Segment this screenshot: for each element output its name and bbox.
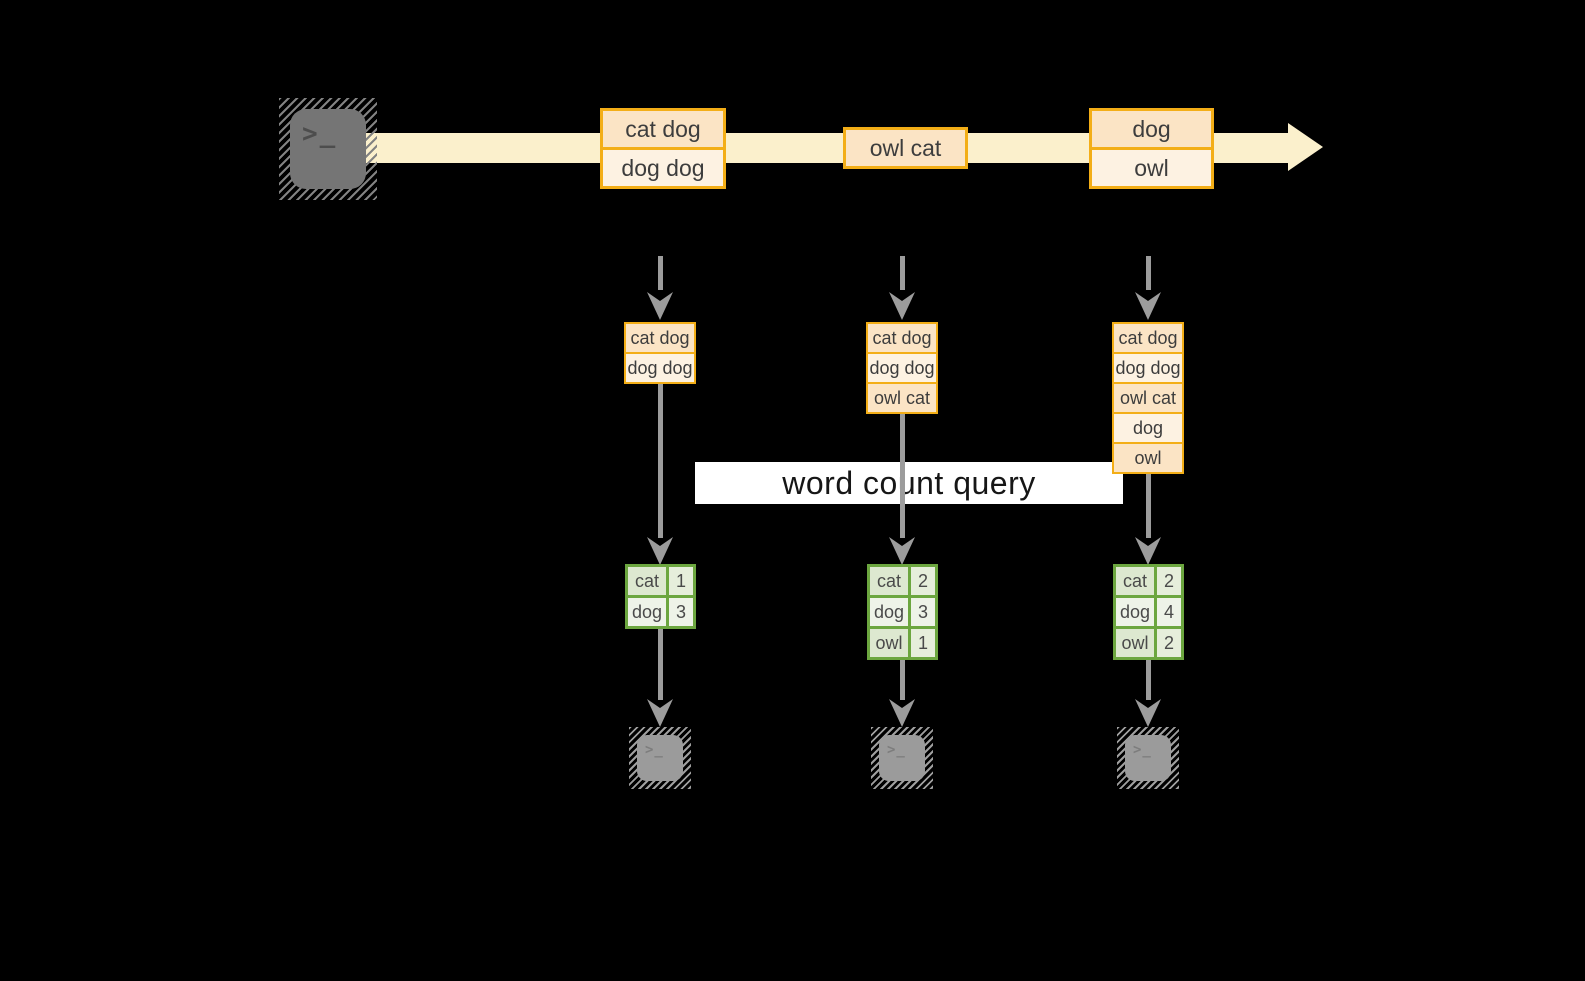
stream-arrowhead-icon	[1288, 123, 1323, 171]
terminal-sink-icon: >_	[1117, 727, 1179, 789]
down-arrowhead-icon	[1135, 699, 1161, 727]
state-row: owl cat	[868, 382, 936, 412]
count-table-2: cat 2 dog 3 owl 1	[867, 564, 938, 660]
terminal-prompt-icon: >_	[302, 119, 338, 149]
state-row: owl cat	[1114, 382, 1182, 412]
stream-event: dog	[1092, 111, 1211, 147]
terminal-screen: >_	[637, 735, 683, 781]
down-arrowhead-icon	[889, 537, 915, 565]
stream-event-batch-2: owl cat	[843, 127, 968, 169]
count-word: cat	[1116, 567, 1154, 595]
state-row: cat dog	[1114, 324, 1182, 352]
count-word: dog	[628, 598, 666, 626]
count-word: cat	[628, 567, 666, 595]
count-word: owl	[870, 629, 908, 657]
terminal-prompt-icon: >_	[887, 742, 906, 758]
down-arrowhead-icon	[1135, 292, 1161, 320]
terminal-source-icon: >_	[279, 98, 377, 200]
count-word: cat	[870, 567, 908, 595]
count-value: 3	[669, 598, 693, 626]
count-word: dog	[1116, 598, 1154, 626]
state-row: cat dog	[868, 324, 936, 352]
terminal-screen: >_	[290, 109, 366, 189]
stream-event-batch-3: dog owl	[1089, 108, 1214, 189]
stream-event: cat dog	[603, 111, 723, 147]
connector-line	[900, 414, 905, 538]
count-word: dog	[870, 598, 908, 626]
terminal-screen: >_	[879, 735, 925, 781]
count-value: 2	[1157, 629, 1181, 657]
connector-line	[658, 384, 663, 538]
query-label: word count query	[695, 462, 1123, 504]
state-box-1: cat dog dog dog	[624, 322, 696, 384]
dashed-arrow-line	[658, 256, 663, 290]
terminal-sink-icon: >_	[629, 727, 691, 789]
count-value: 1	[669, 567, 693, 595]
state-box-3: cat dog dog dog owl cat dog owl	[1112, 322, 1184, 474]
dashed-arrow-line	[1146, 256, 1151, 290]
down-arrowhead-icon	[647, 292, 673, 320]
connector-line	[1146, 474, 1151, 538]
state-row: cat dog	[626, 324, 694, 352]
terminal-prompt-icon: >_	[1133, 742, 1152, 758]
state-row: dog dog	[1114, 352, 1182, 382]
terminal-screen: >_	[1125, 735, 1171, 781]
down-arrowhead-icon	[1135, 537, 1161, 565]
count-value: 2	[1157, 567, 1181, 595]
count-value: 1	[911, 629, 935, 657]
count-table-3: cat 2 dog 4 owl 2	[1113, 564, 1184, 660]
count-word: owl	[1116, 629, 1154, 657]
connector-line	[658, 629, 663, 700]
down-arrowhead-icon	[889, 699, 915, 727]
count-table-1: cat 1 dog 3	[625, 564, 696, 629]
state-box-2: cat dog dog dog owl cat	[866, 322, 938, 414]
count-value: 4	[1157, 598, 1181, 626]
down-arrowhead-icon	[889, 292, 915, 320]
connector-line	[1146, 660, 1151, 700]
stream-event-batch-1: cat dog dog dog	[600, 108, 726, 189]
stream-event: owl	[1092, 147, 1211, 186]
connector-line	[900, 660, 905, 700]
count-value: 3	[911, 598, 935, 626]
state-row: dog dog	[868, 352, 936, 382]
state-row: dog dog	[626, 352, 694, 382]
down-arrowhead-icon	[647, 699, 673, 727]
terminal-sink-icon: >_	[871, 727, 933, 789]
state-row: owl	[1114, 442, 1182, 472]
dashed-arrow-line	[900, 256, 905, 290]
terminal-prompt-icon: >_	[645, 742, 664, 758]
down-arrowhead-icon	[647, 537, 673, 565]
stream-event: owl cat	[846, 130, 965, 166]
stream-event: dog dog	[603, 147, 723, 186]
count-value: 2	[911, 567, 935, 595]
state-row: dog	[1114, 412, 1182, 442]
